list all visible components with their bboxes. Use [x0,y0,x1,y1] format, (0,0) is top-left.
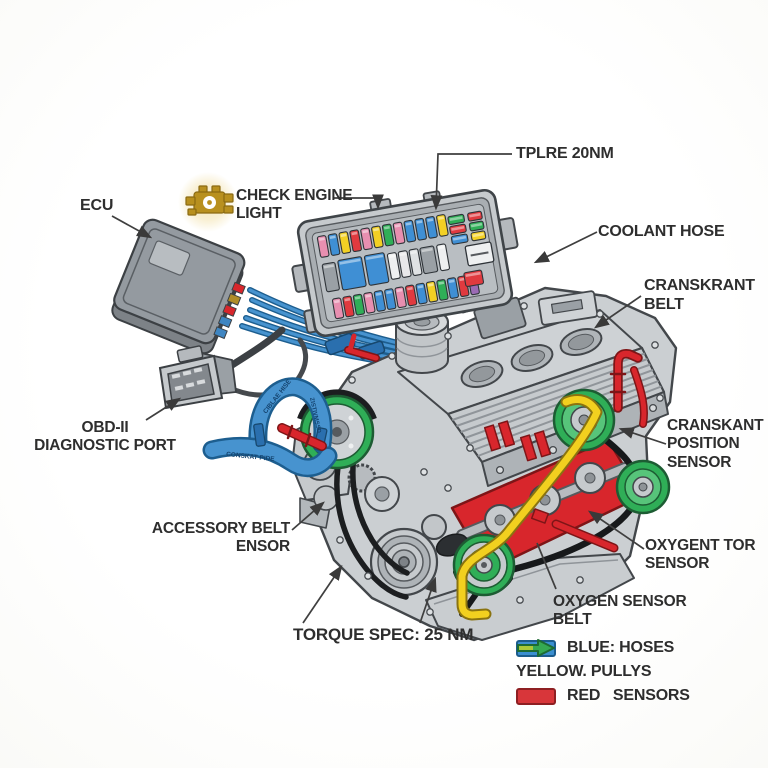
label-torque-spec: TORQUE SPEC: 25 NM [293,625,474,644]
engine-mount-red [483,420,552,462]
legend-label-hoses: BLUE: HOSES [567,639,675,656]
cylinder-bores [460,327,603,389]
label-accessory-belt: ACCESSORY BELT ENSOR [151,520,290,556]
front-pulleys [347,463,469,597]
ecu-box [111,218,246,355]
label-coolant-hose: COOLANT HOSE [598,223,725,240]
pulley-right [615,459,671,515]
legend-row-pulleys: YELLOW. PULLYS [516,639,690,682]
ecu-connectors [213,281,246,340]
yellow-belt [456,394,603,621]
green-arrow-swatch [517,639,555,657]
coolant-hoses: CIBLAE HISE ZISTIVMSSD CONSKAT PIDE [202,377,338,478]
label-crank-pos-sensor: CRANSKANT POSITION SENSOR [667,417,764,471]
obd-connector [158,345,238,410]
legend-label-pulleys: YELLOW. PULLYS [516,663,652,680]
bolts [336,302,664,616]
red-swatch [516,687,556,705]
ecu-sticker [148,240,191,276]
label-oxygen-tor-sensor: OXYGENT TOR SENSOR [645,537,756,573]
label-ecu: ECU [80,197,114,214]
label-oxygen-belt: OXYGEN SENSOR BELT [553,593,687,629]
label-obd-port: OBD-II DIAGNOSTIC PORT [34,419,176,455]
legend-row-sensors: RED SENSORS [516,686,690,706]
label-check-engine: CHECK ENGINE LIGHT [236,187,353,223]
fuse-box [291,188,519,338]
check-engine-icon [178,172,238,232]
leader-lines [111,153,667,624]
serpentine-belt [334,447,410,600]
legend: BLUE: HOSES YELLOW. PULLYS RED SENSORS [516,638,690,706]
obd-pins [171,367,206,391]
red-sensors [344,333,648,553]
legend-label-sensors: RED SENSORS [567,687,690,704]
label-crankshaft-belt: CRANSKRANT BELT [644,277,755,313]
label-fuse-torque: TPLRE 20NM [516,145,614,162]
